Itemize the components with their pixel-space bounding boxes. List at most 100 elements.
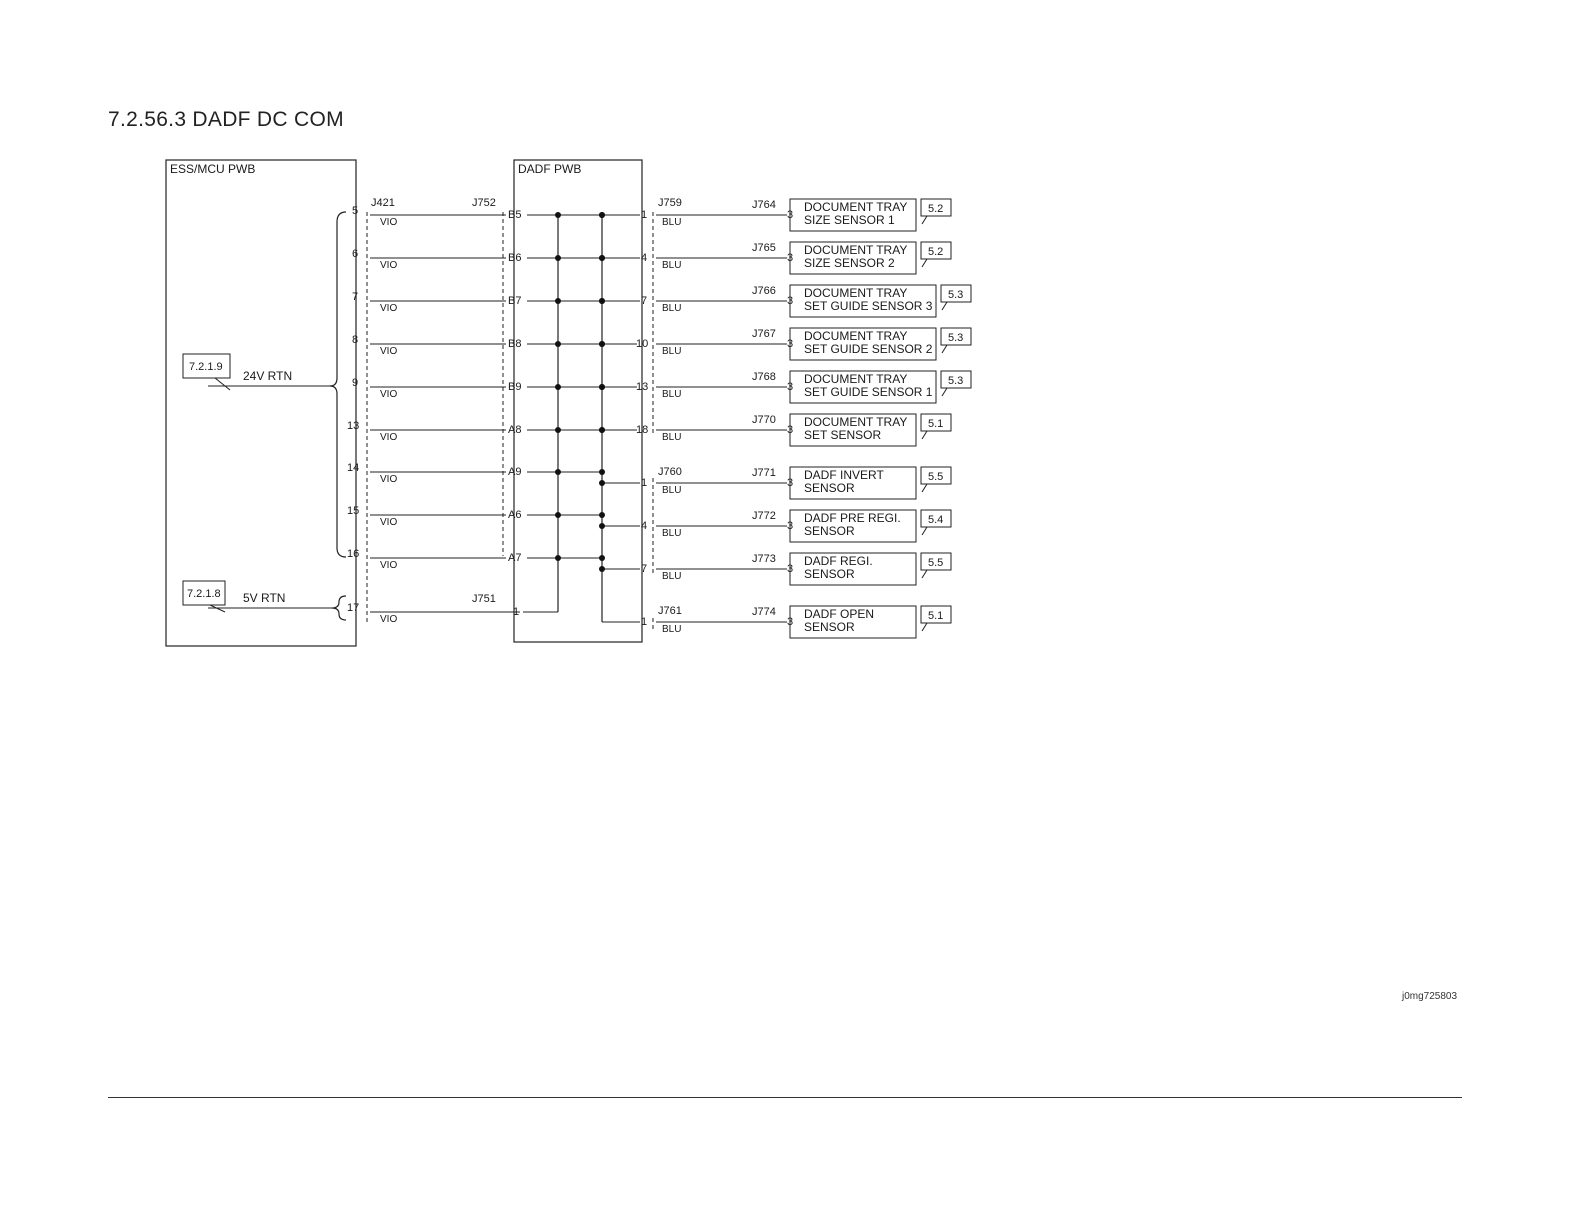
sensor-ref-tail — [921, 483, 928, 493]
junction-dot — [599, 566, 605, 572]
junction-dot — [599, 298, 605, 304]
wire-color-blu: BLU — [662, 571, 681, 582]
dadf-pin: 13 — [636, 381, 648, 393]
dadf-pin: 1 — [641, 477, 647, 489]
sensor-box — [789, 370, 937, 404]
label-5v-rtn: 5V RTN — [243, 591, 285, 605]
dadf-pin: 1 — [641, 209, 647, 221]
junction-dot — [599, 469, 605, 475]
wire-color-vio: VIO — [380, 614, 397, 625]
sensor-ref: 5.3 — [948, 289, 963, 301]
j421-pin: 13 — [347, 420, 359, 432]
sensor-ref-tail — [921, 430, 928, 440]
junction-dot — [555, 555, 561, 561]
dadf-pin: 10 — [636, 338, 648, 350]
j421-pin: 15 — [347, 505, 359, 517]
junction-dot — [599, 212, 605, 218]
j421-pin: 8 — [352, 334, 358, 346]
junction-dot — [599, 341, 605, 347]
sensor-ref-tail — [921, 569, 928, 579]
ref-box-24v — [182, 353, 231, 379]
sensor-ref-box — [920, 605, 952, 624]
sensor-box — [789, 466, 917, 500]
footer-rule — [108, 1097, 1462, 1098]
sensor-name-line1: DADF REGI. — [804, 554, 873, 568]
wire-color-vio: VIO — [380, 303, 397, 314]
connector-j759: J759 — [658, 197, 682, 209]
j752-pin: B7 — [508, 295, 521, 307]
sensor-name-line2: SENSOR — [804, 567, 855, 581]
sensor-name-line2: SIZE SENSOR 2 — [804, 256, 895, 270]
sensor-ref: 5.4 — [928, 514, 943, 526]
wire-color-vio: VIO — [380, 474, 397, 485]
j752-pin: B6 — [508, 252, 521, 264]
sensor-ref-box — [920, 509, 952, 528]
sensor-ref-tail — [921, 526, 928, 536]
j421-pin: 5 — [352, 205, 358, 217]
wire-color-vio: VIO — [380, 560, 397, 571]
connector-j751: J751 — [472, 593, 496, 605]
ref-24v-text: 7.2.1.9 — [189, 361, 223, 373]
sensor-connector: J767 — [752, 328, 776, 340]
sensor-ref-box — [920, 241, 952, 260]
wire-color-blu: BLU — [662, 432, 681, 443]
sensor-ref-box — [940, 327, 972, 346]
sensor-name-line2: SET GUIDE SENSOR 3 — [804, 299, 933, 313]
j752-pin: A9 — [508, 466, 521, 478]
sensor-connector: J766 — [752, 285, 776, 297]
sensor-name-line2: SIZE SENSOR 1 — [804, 213, 895, 227]
junction-dot — [599, 512, 605, 518]
wire-color-vio: VIO — [380, 217, 397, 228]
ess-mcu-pwb-label: ESS/MCU PWB — [170, 162, 255, 176]
j752-pin: B5 — [508, 209, 521, 221]
sensor-ref: 5.5 — [928, 557, 943, 569]
junction-dot — [599, 255, 605, 261]
wire-color-blu: BLU — [662, 389, 681, 400]
connector-j421: J421 — [371, 197, 395, 209]
junction-dot — [555, 298, 561, 304]
sensor-ref: 5.2 — [928, 203, 943, 215]
page-title: 7.2.56.3 DADF DC COM — [108, 108, 344, 131]
sensor-name-line2: SENSOR — [804, 524, 855, 538]
ref-5v-text: 7.2.1.8 — [187, 588, 221, 600]
brace-5v — [331, 595, 347, 621]
sensor-name-line1: DADF OPEN — [804, 607, 874, 621]
sensor-box — [789, 552, 917, 586]
j752-pin: B8 — [508, 338, 521, 350]
sensor-connector: J772 — [752, 510, 776, 522]
wire-color-vio: VIO — [380, 346, 397, 357]
j752-pin: B9 — [508, 381, 521, 393]
j421-pin: 6 — [352, 248, 358, 260]
sensor-ref-tail — [941, 387, 948, 397]
j421-pin: 16 — [347, 548, 359, 560]
sensor-ref-tail — [921, 622, 928, 632]
wire-color-vio: VIO — [380, 517, 397, 528]
j752-pin: A6 — [508, 509, 521, 521]
sensor-name-line2: SET GUIDE SENSOR 2 — [804, 342, 933, 356]
wire-color-blu: BLU — [662, 303, 681, 314]
connector-j760: J760 — [658, 466, 682, 478]
wire-color-blu: BLU — [662, 260, 681, 271]
brace-24v — [329, 211, 347, 558]
sensor-ref-tail — [941, 344, 948, 354]
connector-j761: J761 — [658, 605, 682, 617]
wire-color-blu: BLU — [662, 528, 681, 539]
sensor-ref-box — [920, 198, 952, 217]
sensor-name-line1: DOCUMENT TRAY — [804, 372, 907, 386]
wire-color-vio: VIO — [380, 389, 397, 400]
sensor-box — [789, 413, 917, 447]
sensor-name-line1: DOCUMENT TRAY — [804, 243, 907, 257]
sensor-name-line1: DADF INVERT — [804, 468, 884, 482]
sensor-name-line2: SENSOR — [804, 620, 855, 634]
dadf-pin: 1 — [641, 616, 647, 628]
sensor-ref-box — [920, 413, 952, 432]
j752-pin: A8 — [508, 424, 521, 436]
sensor-ref: 5.3 — [948, 332, 963, 344]
junction-dot — [599, 555, 605, 561]
sensor-box — [789, 605, 917, 639]
sensor-ref-tail — [941, 301, 948, 311]
sensor-name-line1: DOCUMENT TRAY — [804, 415, 907, 429]
sensor-ref-box — [920, 552, 952, 571]
sensor-connector: J764 — [752, 199, 776, 211]
j421-pin: 14 — [347, 462, 359, 474]
